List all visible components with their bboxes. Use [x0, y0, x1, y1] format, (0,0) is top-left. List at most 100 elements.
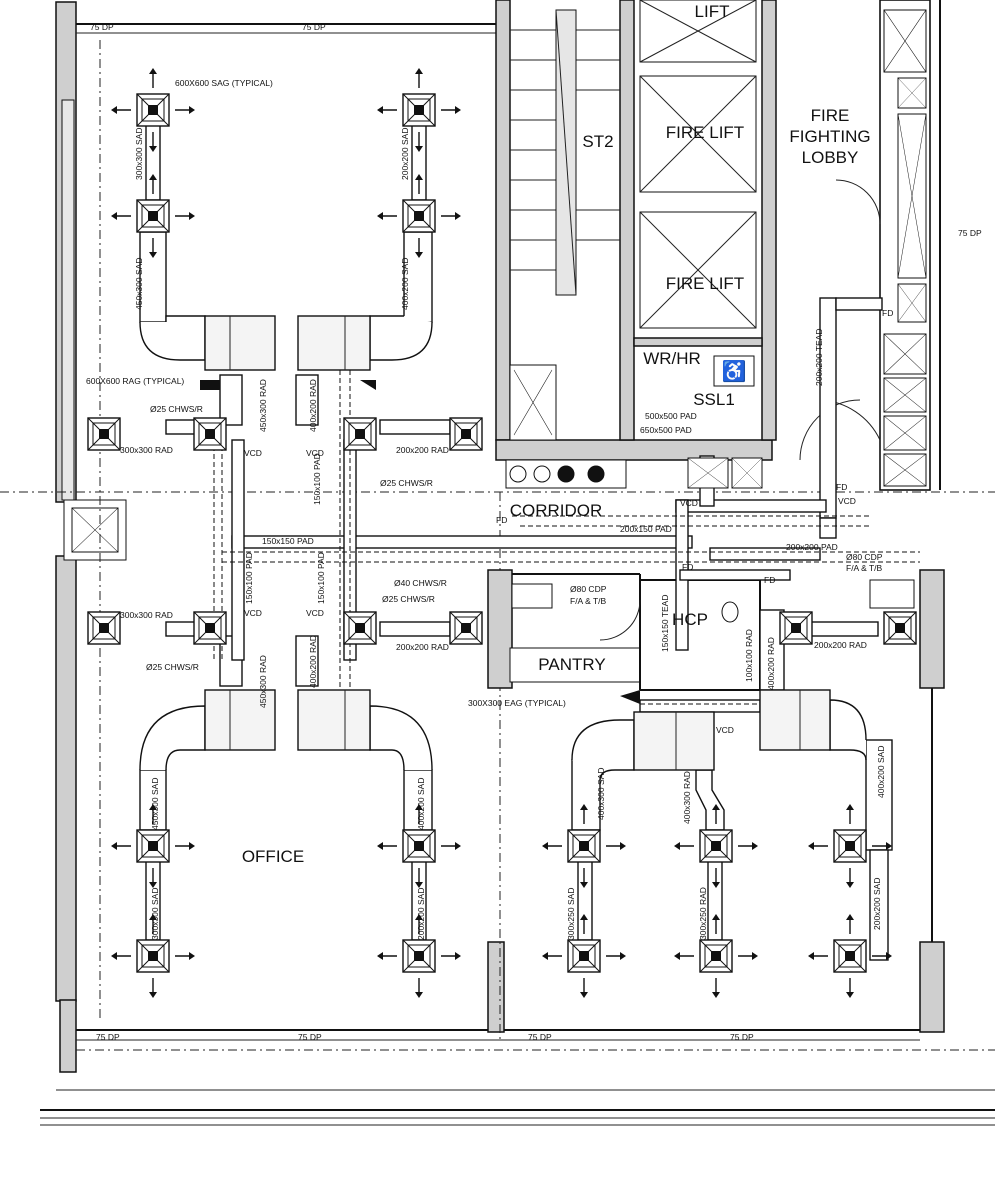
- label-pad-150x100-b: 150x100 PAD: [244, 552, 254, 604]
- return-grille: [343, 417, 377, 451]
- room-label-st2: ST2: [582, 132, 613, 151]
- return-grille: [87, 417, 121, 451]
- label-sad-400x300-s: 400x300 SAD: [596, 768, 606, 820]
- label-dp-4: 75 DP: [96, 1032, 120, 1042]
- label-fd-1: FD: [496, 515, 507, 525]
- return-grille: [449, 611, 483, 645]
- label-dp-2: 75 DP: [302, 22, 326, 32]
- label-chws-4: Ø40 CHWS/R: [394, 578, 447, 588]
- room-label-fire-fighting-lobby-2: FIGHTING: [789, 127, 870, 146]
- label-pad-500x500: 500x500 PAD: [645, 411, 697, 421]
- label-rad-300x250-s: 300x250 RAD: [698, 887, 708, 940]
- label-sad-200x200-se: 200x200 SAD: [872, 878, 882, 930]
- room-label-fire-fighting-lobby-1: FIRE: [811, 106, 850, 125]
- label-sad-400x200-se: 400x200 SAD: [876, 746, 886, 798]
- diffuser: [110, 173, 196, 259]
- label-chws-2: Ø25 CHWS/R: [380, 478, 433, 488]
- label-rad-450x300-n: 450x300 RAD: [258, 379, 268, 432]
- return-grille: [883, 611, 917, 645]
- return-grille: [343, 611, 377, 645]
- label-sad-300x300-sw: 300x300 SAD: [150, 888, 160, 940]
- diffuser: [376, 173, 462, 259]
- outer-walls: [40, 0, 995, 1126]
- room-label-corridor: CORRIDOR: [510, 501, 603, 520]
- label-sad-200x200-sw: 200x200 SAD: [416, 888, 426, 940]
- label-pad-200x150: 200x150 PAD: [620, 524, 672, 534]
- label-rad-400x300-s: 400x300 RAD: [682, 771, 692, 824]
- label-rad-200x200-e: 200x200 RAD: [814, 640, 867, 650]
- return-grille: [193, 417, 227, 451]
- label-dp-5: 75 DP: [298, 1032, 322, 1042]
- room-label-ssl1: SSL1: [693, 390, 735, 409]
- return-grille: [779, 611, 813, 645]
- grid-lines: [0, 40, 995, 1051]
- label-vcd-1: VCD: [244, 448, 262, 458]
- diffuser: [673, 913, 759, 999]
- label-rad-200x200-s: 200x200 RAD: [396, 642, 449, 652]
- label-vcd-5: VCD: [716, 725, 734, 735]
- label-sad-450x300-nw: 450x300 SAD: [134, 258, 144, 310]
- label-dp-6: 75 DP: [528, 1032, 552, 1042]
- label-vcd-7: VCD: [680, 498, 698, 508]
- diffuser: [541, 913, 627, 999]
- diffuser: [541, 803, 627, 889]
- label-dp-7: 75 DP: [730, 1032, 754, 1042]
- core-block: ♿: [495, 0, 931, 491]
- label-rag-typical: 600X600 RAG (TYPICAL): [86, 376, 184, 386]
- label-sad-200x200-ne: 200x200 SAD: [400, 128, 410, 180]
- room-label-hcp: HCP: [672, 610, 708, 629]
- label-dp-1: 75 DP: [90, 22, 114, 32]
- label-rad-400x200-n: 400x200 RAD: [308, 379, 318, 432]
- label-rad-300x300-w: 300x300 RAD: [120, 445, 173, 455]
- label-chws-5: Ø25 CHWS/R: [146, 662, 199, 672]
- label-chws-1: Ø25 CHWS/R: [150, 404, 203, 414]
- accessible-icon: ♿: [722, 359, 747, 383]
- diffusers: [87, 67, 917, 999]
- label-tead-200x200: 200x200 TEAD: [814, 329, 824, 387]
- label-fd-2: FD: [682, 562, 693, 572]
- label-rad-300x300-sw: 300x300 RAD: [120, 610, 173, 620]
- label-dp-3: 75 DP: [958, 228, 982, 238]
- label-cdp-80-a-2: F/A & T/B: [570, 596, 607, 606]
- label-rad-400x200-s: 400x200 RAD: [308, 635, 318, 688]
- return-grille: [87, 611, 121, 645]
- label-pad-150x100-c: 150x100 PAD: [316, 552, 326, 604]
- label-pad-150x150: 150x150 PAD: [262, 536, 314, 546]
- label-sad-300x300-nw: 300x300 SAD: [134, 128, 144, 180]
- pantry-hcp-walls: [487, 569, 915, 691]
- room-label-lift: LIFT: [695, 2, 730, 21]
- label-pad-150x100-a: 150x100 PAD: [312, 453, 322, 505]
- label-cdp-80-b-2: F/A & T/B: [846, 563, 883, 573]
- room-label-fire-lift-1: FIRE LIFT: [666, 123, 744, 142]
- label-pad-200x200: 200x200 PAD: [786, 542, 838, 552]
- label-cdp-80-a-1: Ø80 CDP: [570, 584, 607, 594]
- return-grille: [193, 611, 227, 645]
- label-rad-450x300-s: 450x300 RAD: [258, 655, 268, 708]
- label-pad-650x500: 650x500 PAD: [640, 425, 692, 435]
- label-fd-5: FD: [836, 482, 847, 492]
- label-fd-3: FD: [764, 575, 775, 585]
- room-label-fire-fighting-lobby-3: LOBBY: [802, 148, 859, 167]
- label-sad-450x300-sw: 450x300 SAD: [150, 778, 160, 830]
- diffuser: [376, 67, 462, 153]
- label-cdp-80-b-1: Ø80 CDP: [846, 552, 883, 562]
- label-chws-3: Ø25 CHWS/R: [382, 594, 435, 604]
- room-label-pantry: PANTRY: [538, 655, 605, 674]
- label-tead-150x150: 150x150 TEAD: [660, 595, 670, 653]
- room-label-office: OFFICE: [242, 847, 304, 866]
- label-sad-400x200-ne: 400x200 SAD: [400, 258, 410, 310]
- fan-coil-units: [204, 315, 831, 771]
- room-label-wr-hr: WR/HR: [643, 349, 701, 368]
- label-vcd-4: VCD: [306, 608, 324, 618]
- label-rad-400x200-e: 400x200 RAD: [766, 637, 776, 690]
- label-rad-200x200-c: 200x200 RAD: [396, 445, 449, 455]
- annotation-labels: 600X600 SAG (TYPICAL) 600X600 RAG (TYPIC…: [86, 22, 982, 1042]
- label-sad-400x200-sw: 400x200 SAD: [416, 778, 426, 830]
- room-labels: LIFT FIRE LIFT FIRE LIFT FIRE FIGHTING L…: [242, 2, 871, 866]
- label-sad-300x250-s: 300x250 SAD: [566, 888, 576, 940]
- room-label-fire-lift-2: FIRE LIFT: [666, 274, 744, 293]
- label-vcd-3: VCD: [244, 608, 262, 618]
- label-vcd-6: VCD: [838, 496, 856, 506]
- label-fd-4: FD: [882, 308, 893, 318]
